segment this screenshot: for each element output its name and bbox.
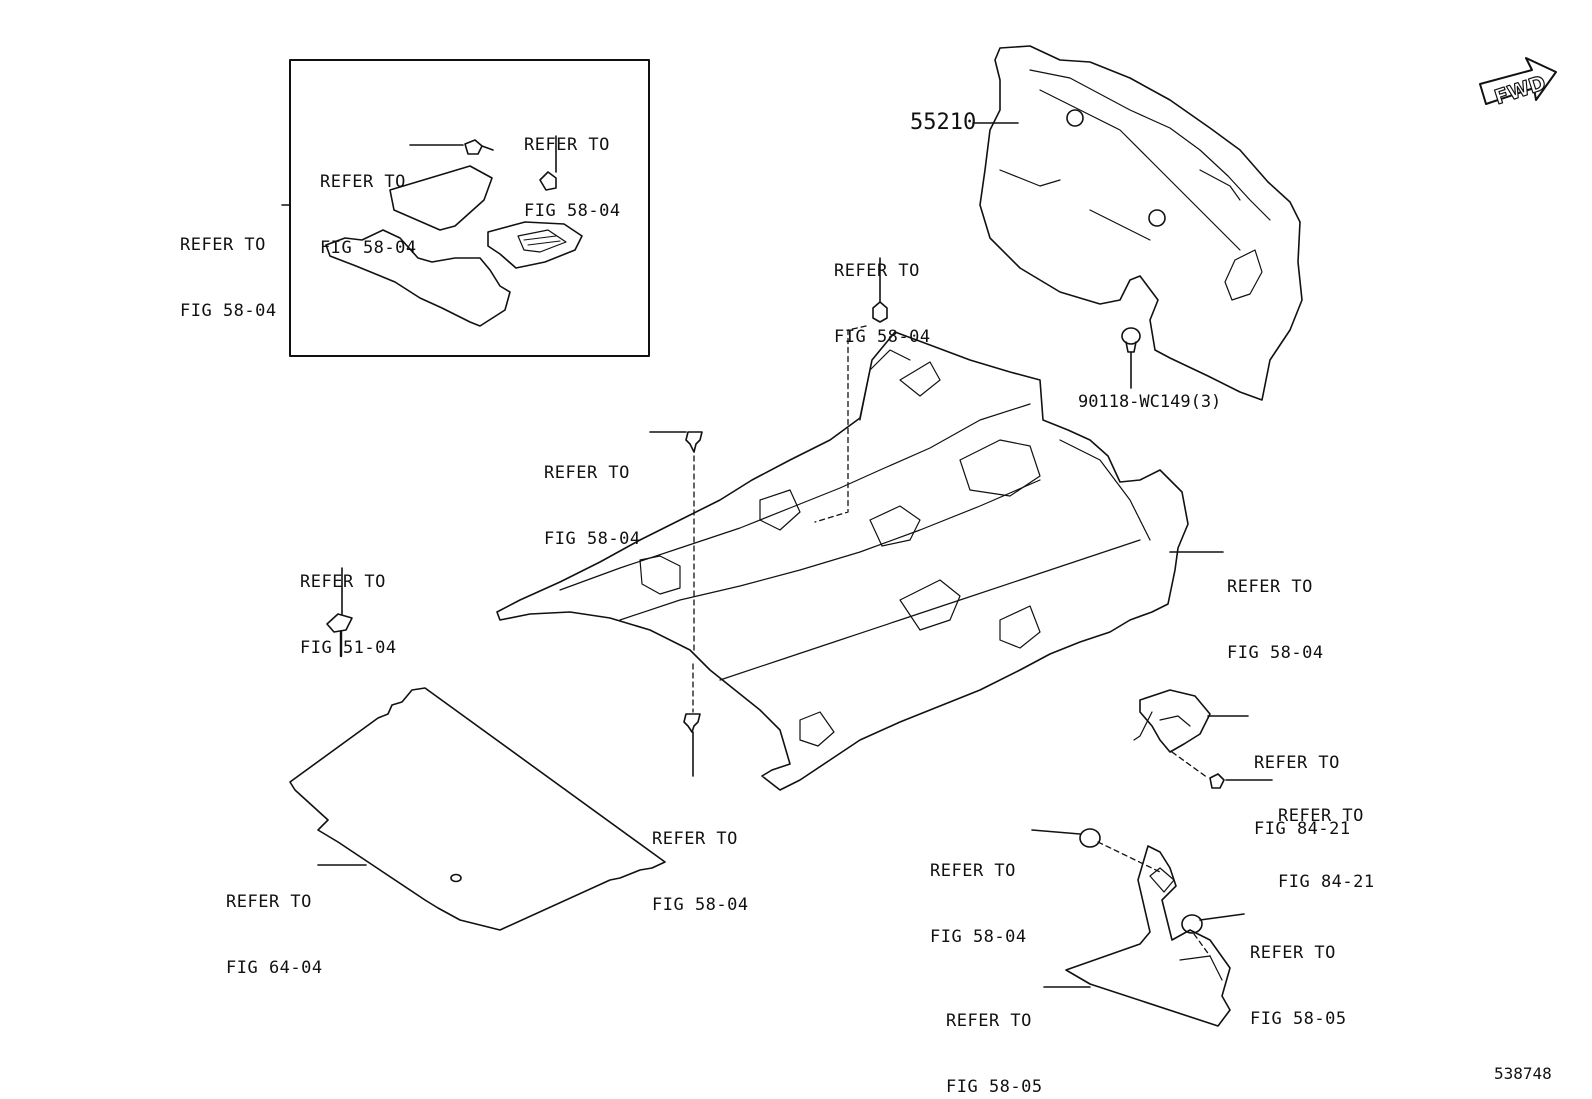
rear-clip-part — [683, 663, 701, 777]
callout-line2: FIG 58-04 — [524, 201, 621, 221]
callout-line1: REFER TO — [1254, 753, 1340, 773]
callout-line1: REFER TO — [652, 829, 738, 849]
callout-luggage-mat: REFER TO FIG 64-04 — [226, 847, 323, 1023]
clip-90118-part — [1121, 327, 1141, 389]
mat-hook-right-part — [539, 135, 557, 191]
bracket-nut-part — [1209, 773, 1273, 789]
callout-floor-carpet: REFER TO FIG 58-04 — [1227, 532, 1324, 708]
side-trim-part — [1043, 845, 1231, 1027]
dash-silencer-part — [979, 45, 1303, 401]
trim-fastener-part — [1181, 913, 1245, 957]
callout-line2: FIG 58-04 — [320, 238, 417, 258]
callout-line2: FIG 58-04 — [652, 895, 749, 915]
callout-side-trim: REFER TO FIG 58-05 — [946, 966, 1043, 1099]
callout-bracket: REFER TO FIG 84-21 — [1254, 708, 1351, 884]
callout-front-clip: REFER TO FIG 58-04 — [544, 418, 641, 594]
figure-id: 538748 — [1494, 1064, 1552, 1083]
callout-line1: REFER TO — [180, 235, 266, 255]
callout-line2: FIG 51-04 — [300, 638, 397, 658]
part-number-90118: 90118-WC149(3) — [1078, 392, 1222, 412]
callout-line2: FIG 58-04 — [1227, 643, 1324, 663]
callout-rear-clip: REFER TO FIG 58-04 — [652, 784, 749, 960]
callout-line2: FIG 64-04 — [226, 958, 323, 978]
floor-carpet-part — [496, 331, 1189, 791]
callout-line2: FIG 58-04 — [930, 927, 1027, 947]
floor-grommet-part — [814, 257, 888, 523]
callout-mat-kit: REFER TO FIG 58-04 — [180, 190, 277, 366]
callout-line2: FIG 58-05 — [1250, 1009, 1347, 1029]
trim-clip-part — [1031, 828, 1161, 873]
callout-line2: FIG 58-04 — [544, 529, 641, 549]
callout-body-plug: REFER TO FIG 51-04 — [300, 527, 397, 703]
callout-trim-fastener: REFER TO FIG 58-05 — [1250, 898, 1347, 1074]
fwd-label: FWD — [1491, 70, 1548, 109]
callout-line1: REFER TO — [226, 892, 312, 912]
callout-mat-hook-right: REFER TO FIG 58-04 — [524, 90, 621, 266]
callout-line1: REFER TO — [544, 463, 630, 483]
callout-line2: FIG 58-04 — [180, 301, 277, 321]
part-number-55210: 55210 — [910, 110, 977, 135]
callout-line1: REFER TO — [946, 1011, 1032, 1031]
callout-line1: REFER TO — [1278, 806, 1364, 826]
callout-floor-grommet: REFER TO FIG 58-04 — [834, 216, 931, 392]
callout-line1: REFER TO — [930, 861, 1016, 881]
callout-mat-hook-left: REFER TO FIG 58-04 — [320, 127, 417, 303]
bracket-part — [1133, 689, 1249, 779]
floor-mat-set — [325, 165, 583, 327]
mat-hook-left-part — [409, 139, 494, 155]
front-clip-part — [649, 431, 703, 651]
callout-line2: FIG 58-05 — [946, 1077, 1043, 1097]
callout-line2: FIG 84-21 — [1278, 872, 1375, 892]
callout-line1: REFER TO — [300, 572, 386, 592]
callout-bracket-nut: REFER TO FIG 84-21 — [1278, 761, 1375, 937]
callout-line2: FIG 84-21 — [1254, 819, 1351, 839]
callout-line2: FIG 58-04 — [834, 327, 931, 347]
luggage-mat-part — [289, 687, 666, 931]
forward-arrow-icon: FWD — [1479, 57, 1557, 110]
callout-trim-clip: REFER TO FIG 58-04 — [930, 816, 1027, 992]
callout-line1: REFER TO — [1227, 577, 1313, 597]
callout-line1: REFER TO — [320, 172, 406, 192]
callout-line1: REFER TO — [1250, 943, 1336, 963]
body-plug-part — [326, 567, 353, 658]
callout-line1: REFER TO — [524, 135, 610, 155]
floor-mat-kit-frame — [289, 59, 650, 357]
callout-line1: REFER TO — [834, 261, 920, 281]
